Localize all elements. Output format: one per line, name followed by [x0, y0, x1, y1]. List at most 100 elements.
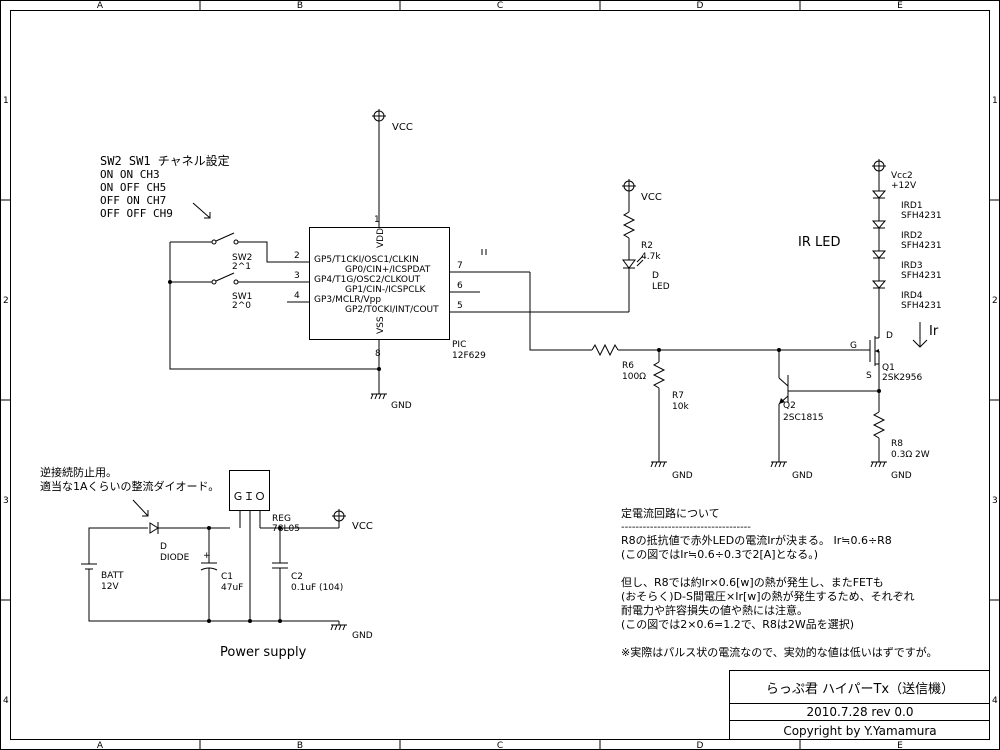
- reg-part: 78L05: [272, 524, 300, 534]
- pin-number: 7: [457, 261, 463, 271]
- batt-label: BATT: [101, 571, 124, 581]
- r7-label: R7: [672, 391, 684, 401]
- col-label-a-bottom: A: [97, 741, 104, 750]
- resistor-r6: [591, 343, 619, 357]
- resistor-r7: [652, 361, 666, 389]
- col-label-b: B: [297, 1, 303, 11]
- diode-part: DIODE: [160, 553, 190, 563]
- vcc-label: VCC: [392, 122, 413, 133]
- r2-label: R2: [641, 241, 653, 251]
- ird4-label: IRD4: [901, 291, 923, 301]
- notes-line: (この図では2×0.6=1.2で、R8は2W品を選択): [621, 617, 854, 631]
- power-supply-label: Power supply: [220, 645, 307, 660]
- switch-table-row: ON OFF CH5: [100, 181, 166, 194]
- mosfet-q1: D G S Q1 2SK2956 Ir: [850, 322, 939, 412]
- switch-table-row: OFF OFF CH9: [100, 207, 173, 220]
- notes-line: 但し、R8では約Ir×0.6[w]の熱が発生し、またFETも: [621, 575, 884, 589]
- row-label-2: 2: [3, 296, 9, 306]
- led-diode: [622, 259, 636, 269]
- vdd-label: VDD: [376, 228, 386, 248]
- vcc2-value: +12V: [891, 181, 917, 191]
- pin-number: 8: [375, 349, 381, 359]
- gate-label: G: [850, 341, 857, 351]
- pin-gp3-label: GP3/MCLR/Vpp: [314, 295, 381, 305]
- notes-line: R8の抵抗値で赤外LEDの電流Irが決まる。 Ir≒0.6÷R8: [621, 533, 892, 547]
- row-label-3-right: 3: [992, 496, 998, 506]
- r2-value: 4.7k: [641, 252, 661, 262]
- led-label: D: [652, 271, 659, 281]
- pin-number: 5: [457, 301, 463, 311]
- title-text: らっぷ君 ハイパーTx（送信機）: [766, 682, 954, 697]
- title-block: らっぷ君 ハイパーTx（送信機） 2010.7.28 rev 0.0 Copyr…: [729, 670, 990, 740]
- vcc2-label: Vcc2: [891, 171, 913, 181]
- pin-gp0-label: GP0/CIN+/ICSPDAT: [345, 265, 431, 275]
- row-label-1-right: 1: [992, 96, 998, 106]
- col-label-a: A: [97, 1, 104, 11]
- pin-gp2-label: GP2/T0CKI/INT/COUT: [345, 305, 439, 315]
- row-label-4-right: 4: [992, 696, 998, 706]
- pin-gp1-label: GP1/CIN-/ICSPCLK: [345, 285, 426, 295]
- col-label-e: E: [897, 1, 903, 11]
- col-label-d: D: [697, 1, 704, 11]
- sw2-label: SW2: [232, 253, 252, 263]
- ir-led-icon: [871, 190, 887, 199]
- led-type-label: LED: [652, 282, 670, 292]
- transistor-q2: Q2 2SC1815 GND: [770, 350, 880, 481]
- notes-title: 定電流回路について: [621, 506, 720, 520]
- junction-dot: [877, 389, 881, 393]
- r8-label: R8: [891, 439, 903, 449]
- switch-sw2: SW2 2^1: [170, 232, 272, 272]
- pin-number: 4: [294, 291, 300, 301]
- col-label-d-bottom: D: [697, 741, 704, 750]
- junction-dot: [168, 280, 172, 284]
- row-label-3: 3: [3, 496, 9, 506]
- resistor-r8: [872, 411, 886, 439]
- sw1-value: 2^0: [232, 301, 251, 311]
- gnd-label: GND: [672, 471, 693, 481]
- row-label-1: 1: [3, 96, 9, 106]
- rev-protect-note: 逆接続防止用。: [40, 465, 117, 479]
- diode-icon: [149, 522, 159, 534]
- vcc-label: VCC: [352, 521, 373, 532]
- rev-protect-note2: 適当な1Aくらいの整流ダイオード。: [40, 479, 219, 493]
- notes-rule: ------------------------------------: [621, 522, 751, 533]
- ir-led-icon: [871, 220, 887, 229]
- pin-number: 3: [294, 271, 300, 281]
- notes-line: (この図ではIr≒0.6÷0.3で2[A]となる。): [621, 548, 818, 561]
- diode-label: D: [160, 542, 167, 552]
- q2-label: Q2: [783, 401, 796, 411]
- ir-led-string: Vcc2 +12V IRD1 SFH4231 IRD2 SFH4231 IRD3…: [798, 159, 942, 338]
- q2-part: 2SC1815: [783, 413, 824, 423]
- ir-current-label: Ir: [929, 324, 939, 339]
- junction-dot: [248, 619, 252, 623]
- gnd-label: GND: [352, 631, 373, 641]
- col-label-c-bottom: C: [497, 741, 503, 750]
- pic-label: PIC: [452, 340, 466, 350]
- resistor-r8-branch: R8 0.3Ω 2W GND: [870, 411, 930, 481]
- copyright-text: Copyright by Y.Yamamura: [783, 724, 936, 738]
- ird3-label: IRD3: [901, 261, 923, 271]
- pin-number: 2: [294, 251, 300, 261]
- ird1-part: SFH4231: [901, 211, 942, 221]
- switch-table-row: OFF ON CH7: [100, 194, 166, 207]
- c1-label: C1: [221, 572, 233, 582]
- notes-line: (おそらく)D-S間電圧×Ir[w]の熱が発生するため、それぞれ: [621, 589, 915, 603]
- c2-value: 0.1uF (104): [291, 583, 343, 593]
- pin-number: 1: [374, 215, 380, 225]
- junction-dot: [278, 619, 282, 623]
- pin-number: 6: [457, 281, 463, 291]
- r7-value: 10k: [672, 402, 689, 412]
- r8-value: 0.3Ω 2W: [891, 450, 930, 460]
- gnd-symbol: [770, 461, 787, 468]
- c2-label: C2: [291, 572, 303, 582]
- date-rev-text: 2010.7.28 rev 0.0: [807, 705, 914, 719]
- channel-setting-table: SW2 SW1 チャネル設定 ON ON CH3 ON OFF CH5 OFF …: [100, 153, 230, 220]
- q1-part: 2SK2956: [882, 373, 923, 383]
- note-arrow: [132, 499, 149, 517]
- sw1-label: SW1: [232, 292, 252, 302]
- constant-current-notes: 定電流回路について ------------------------------…: [621, 506, 938, 659]
- c1-value: 47uF: [221, 583, 243, 593]
- pin-gp5-label: GP5/T1CKI/OSC1/CLKIN: [314, 255, 419, 265]
